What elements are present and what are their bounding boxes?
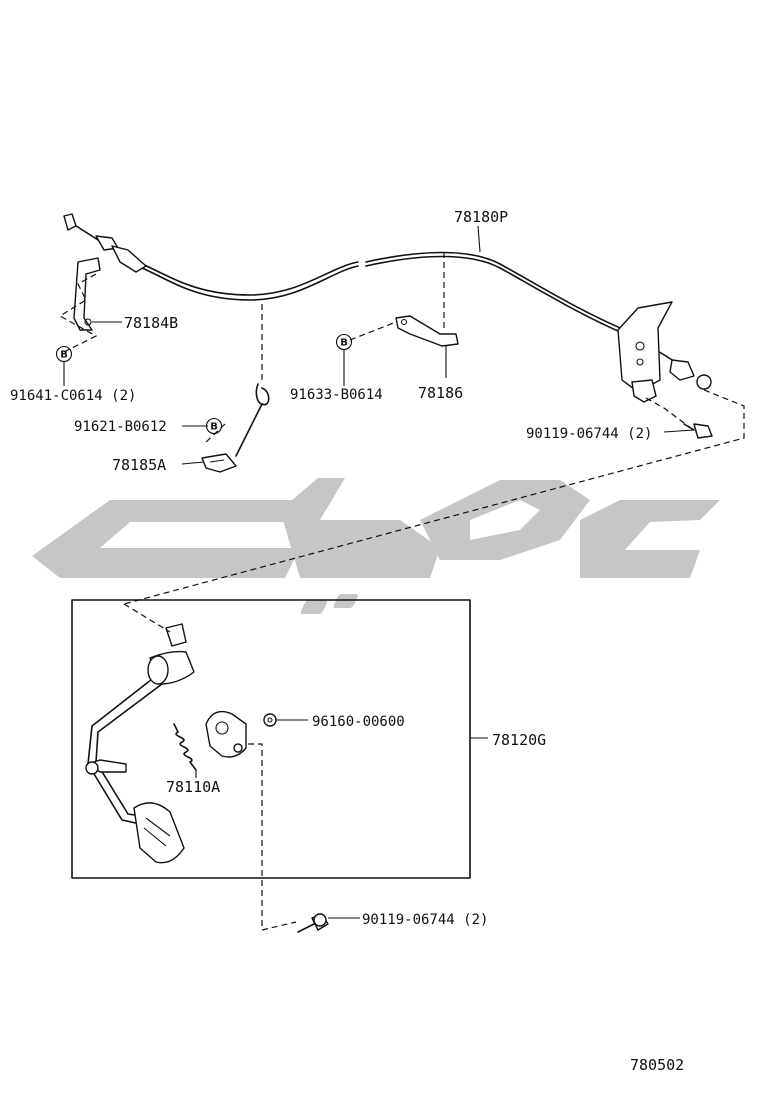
- accelerator-pedal: [85, 603, 195, 864]
- label-78186: 78186: [418, 384, 463, 402]
- label-78185a: 78185A: [112, 456, 166, 474]
- label-90119-06744-lower: 90119-06744 (2): [362, 912, 488, 928]
- pedal-stopper-plate: [205, 710, 297, 931]
- bracket-78184b: [73, 257, 101, 331]
- label-91633-b0614: 91633-B0614: [290, 387, 383, 403]
- label-90119-06744-upper: 90119-06744 (2): [526, 426, 652, 442]
- clamp-78185a: [201, 383, 270, 473]
- b-marker-label: B: [210, 422, 218, 433]
- label-78180p: 78180P: [454, 208, 508, 226]
- b-marker-left: B: [55, 345, 73, 363]
- label-91641-c0614: 91641-C0614 (2): [10, 388, 136, 404]
- label-78184b: 78184B: [124, 314, 178, 332]
- label-78120g: 78120G: [492, 731, 546, 749]
- spring-78110a: [173, 723, 197, 778]
- cable-bracket-right: [617, 301, 673, 403]
- bolt-upper-right: [683, 423, 713, 439]
- ring-96160: [263, 713, 277, 727]
- clamp-78186: [395, 315, 459, 347]
- pedal-assembly-box: [71, 599, 488, 879]
- diagram-code: 780502: [630, 1056, 684, 1074]
- b-marker-mid: B: [205, 417, 223, 435]
- bolt-lower: [297, 913, 329, 933]
- b-marker-label: B: [60, 350, 68, 361]
- b-marker-label: B: [340, 338, 348, 349]
- watermark-logo: [32, 478, 720, 614]
- accelerator-cable: [63, 213, 712, 390]
- b-marker-right: B: [335, 333, 353, 351]
- label-78110a: 78110A: [166, 778, 220, 796]
- label-91621-b0612: 91621-B0612: [74, 419, 167, 435]
- leader-lines: [63, 225, 695, 919]
- label-96160-00600: 96160-00600: [312, 714, 405, 730]
